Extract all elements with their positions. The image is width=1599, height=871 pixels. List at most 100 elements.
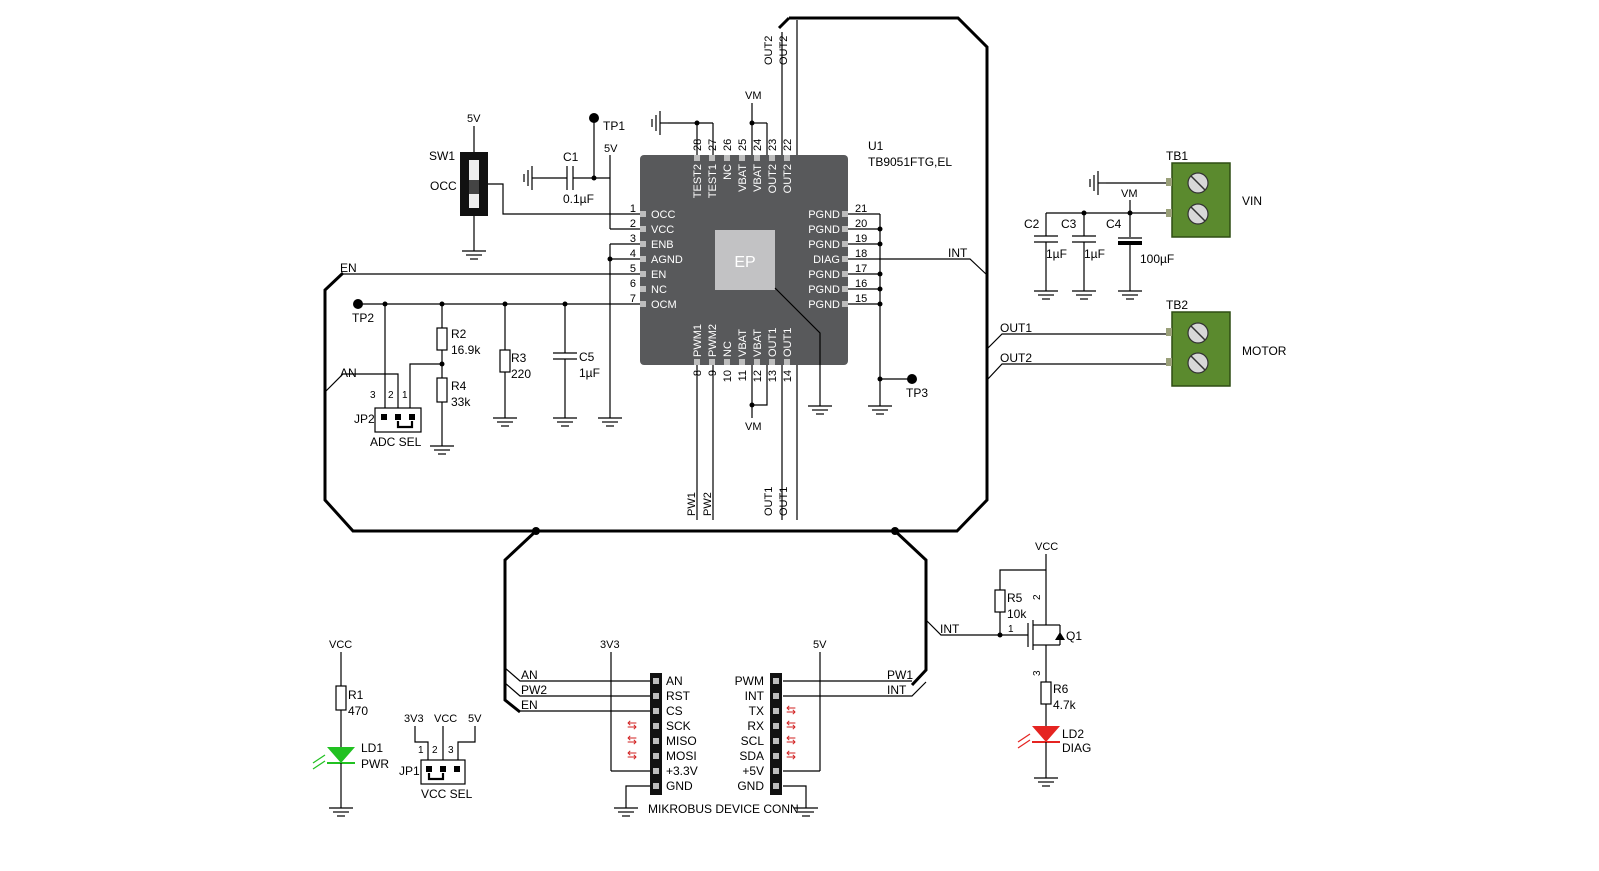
mikrobus-pin-label: MISO	[666, 734, 697, 748]
ic-pin-pad	[842, 241, 848, 247]
ic-pin-pad	[640, 271, 646, 277]
ocm-network: TP2 R2 16.9k R4 33k R3 220 C5 1µF	[352, 299, 640, 455]
ic-pin-pad	[754, 359, 760, 365]
ic-pin-pad	[842, 286, 848, 292]
ic-pin-name: PGND	[808, 239, 840, 251]
svg-text:3: 3	[370, 390, 376, 401]
svg-text:1µF: 1µF	[1046, 247, 1067, 261]
ic-pin-pad	[709, 155, 715, 161]
jumper-jp2: AN 3 2 1 JP2 ADC SEL	[324, 366, 422, 449]
ic-pin-number: 25	[737, 139, 749, 151]
svg-text:TP2: TP2	[352, 311, 374, 325]
svg-text:2: 2	[1032, 594, 1043, 600]
bottom-nets: PW1 PW2 VM OUT1 OUT1	[686, 287, 833, 520]
ic-pin-name: VBAT	[737, 164, 749, 192]
ic-pin-pad	[694, 359, 700, 365]
ic-pin-number: 19	[855, 233, 867, 245]
ic-pin-name: OUT1	[767, 328, 779, 357]
svg-text:10k: 10k	[1007, 607, 1027, 621]
svg-text:33k: 33k	[451, 395, 471, 409]
mikrobus-pin-pad	[653, 768, 659, 774]
ic-pin-pad	[694, 155, 700, 161]
svg-text:5V: 5V	[813, 639, 827, 651]
svg-text:VCC: VCC	[434, 713, 457, 725]
ic-pin-number: 5	[630, 263, 636, 275]
svg-text:R1: R1	[348, 688, 364, 702]
ic-pin-pad	[640, 226, 646, 232]
ic-pin-number: 12	[752, 370, 764, 382]
svg-text:R6: R6	[1053, 682, 1069, 696]
svg-text:5V: 5V	[467, 113, 481, 125]
mikrobus-pin-pad	[653, 723, 659, 729]
svg-text:OUT1: OUT1	[1000, 321, 1032, 335]
svg-text:0.1µF: 0.1µF	[563, 192, 594, 206]
mikrobus-pin-label: PWM	[735, 674, 764, 688]
svg-text:AN: AN	[340, 366, 357, 380]
mikrobus-pin-pad	[773, 753, 779, 759]
ic-pin-pad	[739, 359, 745, 365]
mikrobus-pin-label: TX	[749, 704, 764, 718]
svg-text:TB1: TB1	[1166, 149, 1188, 163]
svg-text:EN: EN	[340, 261, 357, 275]
ic-pin-name: VBAT	[752, 164, 764, 192]
mikrobus-connector: 3V3 5V AN PW2 EN PW1 INT MIKROBUS DEVICE…	[504, 639, 927, 817]
ic-part: TB9051FTG,EL	[868, 155, 952, 169]
mikrobus-pin-label: MOSI	[666, 749, 697, 763]
ic-pin-pad	[640, 256, 646, 262]
ic-pin-pad	[769, 155, 775, 161]
ic-pin-number: 28	[692, 139, 704, 151]
ic-pin-name: OCC	[651, 209, 676, 221]
mikrobus-pin-pad	[773, 693, 779, 699]
ic-pin-name: OUT2	[782, 164, 794, 193]
mikrobus-pin-label: RX	[747, 719, 764, 733]
ic-pin-pad	[724, 155, 730, 161]
ic-pin-pad	[784, 155, 790, 161]
ic-pin-number: 22	[782, 139, 794, 151]
svg-text:1: 1	[402, 390, 408, 401]
svg-text:JP2: JP2	[354, 412, 375, 426]
svg-text:1µF: 1µF	[1084, 247, 1105, 261]
ic-pin-number: 13	[767, 370, 779, 382]
svg-text:2: 2	[432, 745, 438, 756]
ic-pin-number: 3	[630, 233, 636, 245]
ic-pin-number: 17	[855, 263, 867, 275]
mikrobus-pin-pad	[773, 723, 779, 729]
svg-text:LD2: LD2	[1062, 727, 1084, 741]
svg-text:VM: VM	[745, 90, 762, 102]
svg-text:DIAG: DIAG	[1062, 741, 1091, 755]
ic-pin-name: PWM2	[707, 324, 719, 357]
svg-text:C4: C4	[1106, 217, 1122, 231]
svg-text:SW1: SW1	[429, 149, 455, 163]
svg-text:TP1: TP1	[603, 119, 625, 133]
ic-pin-name: NC	[722, 164, 734, 180]
ic-pin-number: 18	[855, 248, 867, 260]
svg-text:4.7k: 4.7k	[1053, 698, 1077, 712]
svg-text:ADC SEL: ADC SEL	[370, 435, 422, 449]
svg-text:Q1: Q1	[1066, 629, 1082, 643]
mikrobus-pin-pad	[653, 678, 659, 684]
ic-pin-number: 24	[752, 139, 764, 151]
svg-text:470: 470	[348, 704, 368, 718]
bus-outline-main	[323, 16, 989, 533]
mikrobus-pin-pad	[773, 678, 779, 684]
svg-text:1: 1	[418, 745, 424, 756]
mikrobus-pin-pad	[653, 753, 659, 759]
svg-text:16.9k: 16.9k	[451, 343, 481, 357]
signal-arrow-icon: ⇆	[786, 718, 796, 732]
diag-circuit: VCC R5 10k INT 1 Q1 2 3 R6 4.7k LD2 DIAG	[925, 541, 1091, 787]
svg-text:AN: AN	[521, 668, 538, 682]
svg-text:VM: VM	[745, 421, 762, 433]
ic-pin-name: DIAG	[813, 254, 840, 266]
svg-text:C1: C1	[563, 150, 579, 164]
ic-pin-pad	[784, 359, 790, 365]
ic-pin-pad	[640, 286, 646, 292]
svg-text:PWR: PWR	[361, 757, 389, 771]
mikrobus-pin-label: SCK	[666, 719, 691, 733]
ic-pin-name: PGND	[808, 209, 840, 221]
mikrobus-pin-pad	[653, 783, 659, 789]
ic-pin-pad	[842, 301, 848, 307]
ic-pin-pad	[769, 359, 775, 365]
terminal-tb2: TB2 MOTOR OUT1 OUT2	[986, 298, 1287, 387]
svg-text:OUT2: OUT2	[763, 36, 775, 65]
